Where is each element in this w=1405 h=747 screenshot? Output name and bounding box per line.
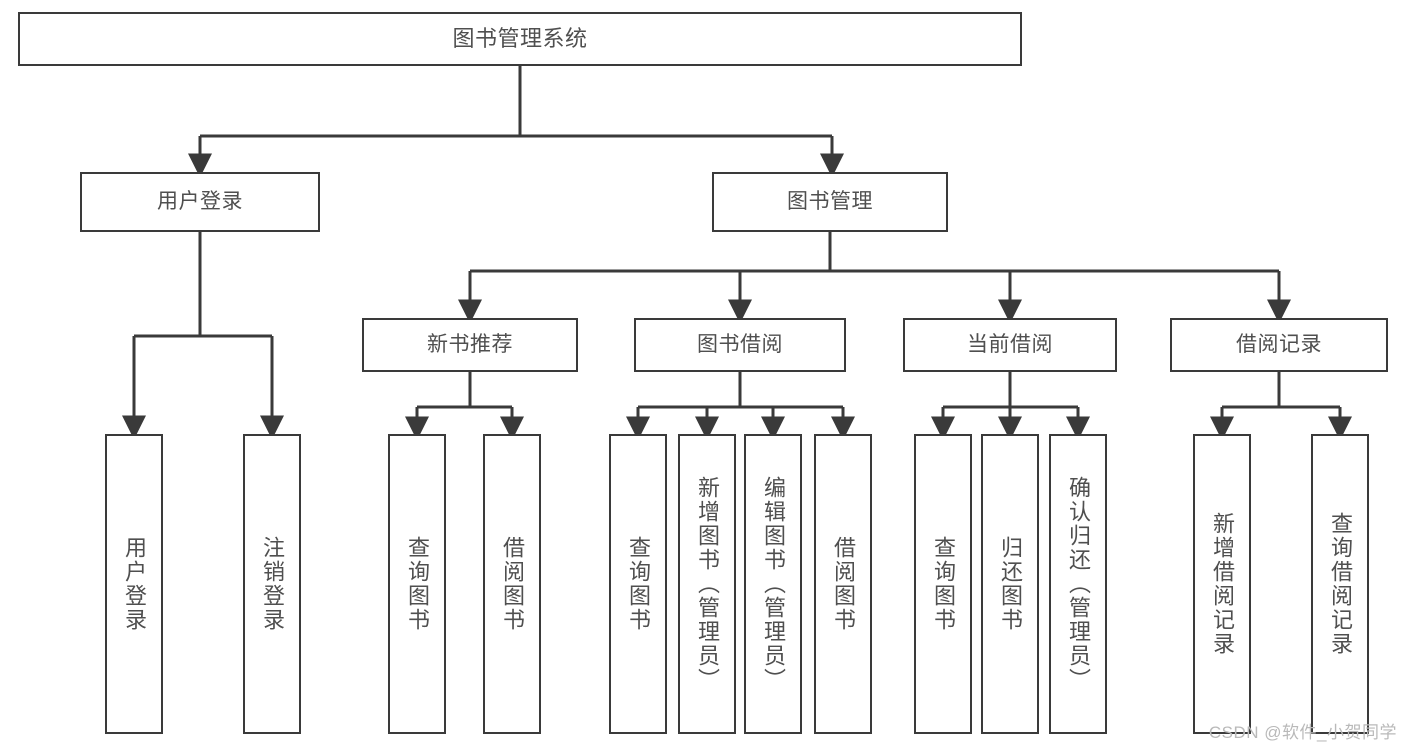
node-leaf-return-book[interactable]: 归还图书 [981,434,1039,734]
csdn-watermark: CSDN @软件_小贺同学 [1208,723,1397,742]
node-user-login[interactable]: 用户登录 [80,172,320,232]
node-leaf-edit-book-admin[interactable]: 编辑图书（管理员） [744,434,802,734]
node-leaf-user-login[interactable]: 用户登录 [105,434,163,734]
node-leaf-logout-login[interactable]: 注销登录 [243,434,301,734]
node-label: 注销登录 [259,536,285,632]
node-leaf-add-record[interactable]: 新增借阅记录 [1193,434,1251,734]
node-label: 借阅图书 [499,536,525,632]
node-leaf-query-book-2[interactable]: 查询图书 [609,434,667,734]
node-label: 归还图书 [997,536,1023,632]
node-leaf-query-record[interactable]: 查询借阅记录 [1311,434,1369,734]
node-label: 新书推荐 [427,332,513,356]
node-label: 借阅记录 [1236,332,1322,356]
node-borrow-record[interactable]: 借阅记录 [1170,318,1388,372]
node-label: 新增图书（管理员） [694,476,720,692]
node-leaf-query-book-1[interactable]: 查询图书 [388,434,446,734]
node-leaf-borrow-book-2[interactable]: 借阅图书 [814,434,872,734]
node-leaf-add-book-admin[interactable]: 新增图书（管理员） [678,434,736,734]
node-label: 用户登录 [121,536,147,632]
node-label: 用户登录 [157,189,243,213]
node-label: 图书管理系统 [452,26,588,52]
node-label: 当前借阅 [967,332,1053,356]
node-leaf-confirm-return[interactable]: 确认归还（管理员） [1049,434,1107,734]
node-label: 查询借阅记录 [1327,512,1353,656]
node-label: 图书管理 [787,189,873,213]
node-label: 确认归还（管理员） [1065,476,1091,692]
node-leaf-borrow-book-1[interactable]: 借阅图书 [483,434,541,734]
node-label: 新增借阅记录 [1209,512,1235,656]
node-root-system[interactable]: 图书管理系统 [18,12,1022,66]
node-label: 查询图书 [404,536,430,632]
node-label: 图书借阅 [697,332,783,356]
node-label: 查询图书 [625,536,651,632]
node-label: 借阅图书 [830,536,856,632]
node-book-manage[interactable]: 图书管理 [712,172,948,232]
node-book-borrow[interactable]: 图书借阅 [634,318,846,372]
node-label: 查询图书 [930,536,956,632]
node-new-book-recommend[interactable]: 新书推荐 [362,318,578,372]
node-label: 编辑图书（管理员） [760,476,786,692]
node-current-borrow[interactable]: 当前借阅 [903,318,1117,372]
node-leaf-query-book-3[interactable]: 查询图书 [914,434,972,734]
